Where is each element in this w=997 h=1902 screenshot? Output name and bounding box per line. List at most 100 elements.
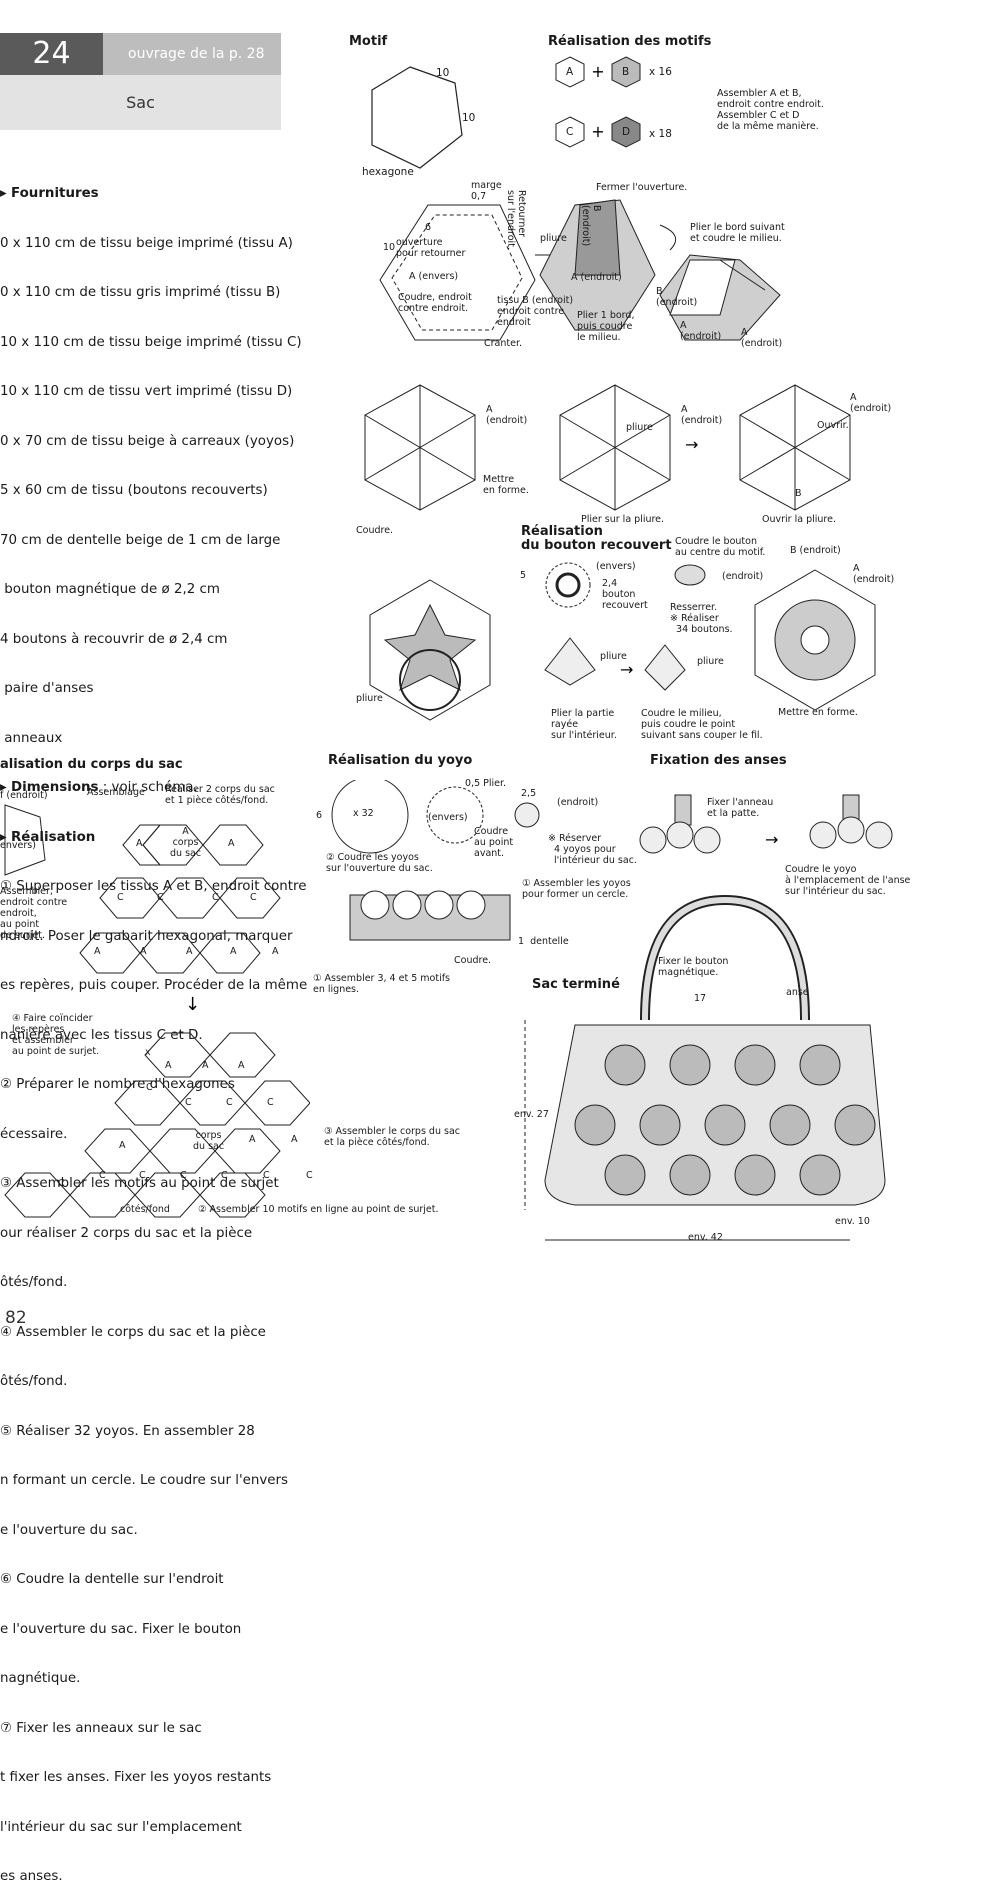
motifs-note: Assembler A et B, endroit contre endroit… bbox=[717, 88, 824, 132]
step-line: ôtés/fond. bbox=[0, 1374, 68, 1389]
corps-title: alisation du corps du sac bbox=[0, 757, 183, 772]
step-line: ③ Assembler les motifs au point de surje… bbox=[0, 1176, 279, 1191]
step-line: l'intérieur du sac sur l'emplacement bbox=[0, 1819, 242, 1835]
hex-c-shape bbox=[555, 116, 585, 148]
bag-label-fixer-bouton: Fixer le bouton magnétique. bbox=[658, 956, 729, 978]
yoyo-gather-circle bbox=[426, 786, 484, 844]
label-six: 6 bbox=[425, 222, 432, 233]
corps-hex-a-8: A bbox=[165, 1060, 172, 1071]
bouton-label-b-endroit: B (endroit) bbox=[790, 545, 841, 556]
hex-ab-count: x 16 bbox=[649, 66, 672, 78]
corps-hex-a-1: A bbox=[136, 838, 143, 849]
corps-hex-a-3: A bbox=[94, 946, 101, 957]
bouton-label-endroit: (endroit) bbox=[722, 571, 764, 582]
corps-label-assembler: Assembler, endroit contre endroit, au po… bbox=[0, 886, 68, 941]
supplies-title: Fournitures bbox=[10, 186, 99, 201]
corps-hex-a-13: A bbox=[291, 1134, 298, 1145]
corps-hex-a-4: A bbox=[140, 946, 147, 957]
bag-label-anse: anse bbox=[786, 987, 809, 998]
supply-line: 10 x 110 cm de tissu beige imprimé (tiss… bbox=[0, 334, 302, 350]
fold-label-plier-pliure: Plier sur la pliure. bbox=[581, 514, 665, 525]
label-a-endroit-2: A (endroit) bbox=[680, 320, 722, 342]
step-line: our réaliser 2 corps du sac et la pièce bbox=[0, 1225, 253, 1241]
step-line: écessaire. bbox=[0, 1126, 68, 1142]
step-line: ④ Assembler le corps du sac et la pièce bbox=[0, 1324, 266, 1340]
corps-label-cotes: côtés/fond bbox=[120, 1204, 170, 1215]
step-line: ① Superposer les tissus A et B, endroit … bbox=[0, 879, 307, 894]
yoyo-title: Réalisation du yoyo bbox=[328, 753, 473, 768]
label-cranter: Cranter. bbox=[484, 338, 523, 349]
svg-text:→: → bbox=[620, 660, 633, 679]
yoyo-label-coudre-yoyos: ② Coudre les yoyos sur l'ouverture du sa… bbox=[326, 852, 433, 874]
bouton-diagram: → bbox=[369, 562, 876, 721]
hex-row-4 bbox=[99, 877, 281, 919]
fold-hexagon-3 bbox=[739, 384, 851, 511]
step-line: es repères, puis couper. Procéder de la … bbox=[0, 978, 308, 993]
corps-hex-a-5: A bbox=[186, 946, 193, 957]
corps-hex-c-12: C bbox=[180, 1170, 187, 1181]
bouton-label-mettre: Mettre en forme. bbox=[778, 707, 858, 718]
corps-label-assemblage: Assemblage bbox=[87, 787, 145, 798]
hex-a-label: A bbox=[566, 66, 574, 78]
label-retourner: Retourner sur l'endroit. bbox=[505, 190, 527, 250]
fold-diamond-1 bbox=[544, 637, 596, 686]
corps-hex-c-10: C bbox=[99, 1170, 106, 1181]
label-a-endroit-3: A (endroit) bbox=[741, 327, 783, 349]
bullet-icon: ▸ bbox=[0, 186, 11, 201]
yoyo-label-plier: 0,5 Plier. bbox=[465, 778, 507, 789]
supply-line: 0 x 110 cm de tissu beige imprimé (tissu… bbox=[0, 235, 293, 251]
corps-label-step2: ② Assembler 10 motifs en ligne au point … bbox=[198, 1204, 439, 1215]
yoyo-label-assembler: ① Assembler les yoyos pour former un cer… bbox=[522, 878, 631, 900]
supply-line: bouton magnétique de ø 2,2 cm bbox=[0, 582, 220, 597]
supply-line: 70 cm de dentelle beige de 1 cm de large bbox=[0, 532, 281, 548]
pattern-reference: ouvrage de la p. 28 bbox=[103, 33, 281, 75]
bouton-label-envers: (envers) bbox=[596, 561, 636, 572]
finished-bag-diagram bbox=[524, 894, 886, 1241]
corps-hex-c-8: C bbox=[267, 1097, 274, 1108]
anses-label-coudre-yoyo: Coudre le yoyo à l'emplacement de l'anse… bbox=[785, 864, 911, 897]
corps-hex-c-13: C bbox=[221, 1170, 228, 1181]
corps-hex-c-2: C bbox=[157, 892, 164, 903]
supply-line: 10 x 110 cm de tissu vert imprimé (tissu… bbox=[0, 384, 293, 399]
corps-hex-c-9: C bbox=[58, 1178, 65, 1189]
hex-a-shape bbox=[555, 56, 585, 88]
yoyo-label-envers: (envers) bbox=[428, 812, 468, 823]
yoyo-fabric-circle bbox=[331, 780, 409, 854]
corps-label-step4: ④ Faire coïncider les repères et assembl… bbox=[12, 1013, 100, 1057]
step-line: nagnétique. bbox=[0, 1671, 81, 1686]
yoyo-label-endroit: (endroit) bbox=[557, 797, 599, 808]
dimensions-text: : voir schéma. bbox=[98, 780, 198, 795]
fold-label-a-endroit: A (endroit) bbox=[486, 404, 528, 426]
fold-label-ouvrir: Ouvrir. bbox=[817, 420, 849, 431]
finished-motif-diagram bbox=[754, 569, 876, 711]
hexagon-outline bbox=[371, 66, 463, 169]
label-ouverture: ouverture pour retourner bbox=[396, 237, 466, 259]
fold-hexagon-1 bbox=[364, 384, 476, 511]
corps-label-step1: ① Assembler 3, 4 et 5 motifs en lignes. bbox=[313, 973, 450, 995]
corps-hex-c-4: C bbox=[250, 892, 257, 903]
corps-hex-corps-2: corps du sac bbox=[193, 1130, 225, 1152]
bullet-icon: ▸ bbox=[0, 780, 11, 795]
realisation-title: Réalisation bbox=[10, 829, 96, 845]
yoyo-finished bbox=[514, 802, 540, 828]
motif-title: Motif bbox=[349, 34, 388, 49]
bouton-label-pliure-2: pliure bbox=[697, 656, 724, 667]
svg-text:↓: ↓ bbox=[185, 994, 200, 1015]
hex-cd-count: x 18 bbox=[649, 128, 672, 140]
bouton-label-coudre-centre: Coudre le bouton au centre du motif. bbox=[675, 536, 766, 558]
hex-b-shape bbox=[611, 56, 641, 88]
fold-diamond-2 bbox=[644, 644, 686, 691]
pattern-title: Sac bbox=[0, 75, 281, 130]
hex-d-label: D bbox=[622, 126, 631, 138]
corps-hex-corps: A corps du sac bbox=[170, 826, 202, 859]
gathered-button bbox=[674, 564, 706, 586]
label-fermer: Fermer l'ouverture. bbox=[596, 182, 688, 193]
svg-text:+: + bbox=[591, 122, 604, 141]
fold-label-mettre: Mettre en forme. bbox=[483, 474, 529, 496]
step-line: ôtés/fond. bbox=[0, 1275, 68, 1290]
yoyo-label-size: 2,5 bbox=[521, 788, 537, 799]
page-number: 82 bbox=[5, 1308, 27, 1328]
corps-label-realiser: Réaliser 2 corps du sac et 1 pièce côtés… bbox=[165, 784, 275, 806]
hex-c-label: C bbox=[566, 126, 574, 138]
corps-label-endroit: f (endroit) bbox=[0, 790, 48, 801]
